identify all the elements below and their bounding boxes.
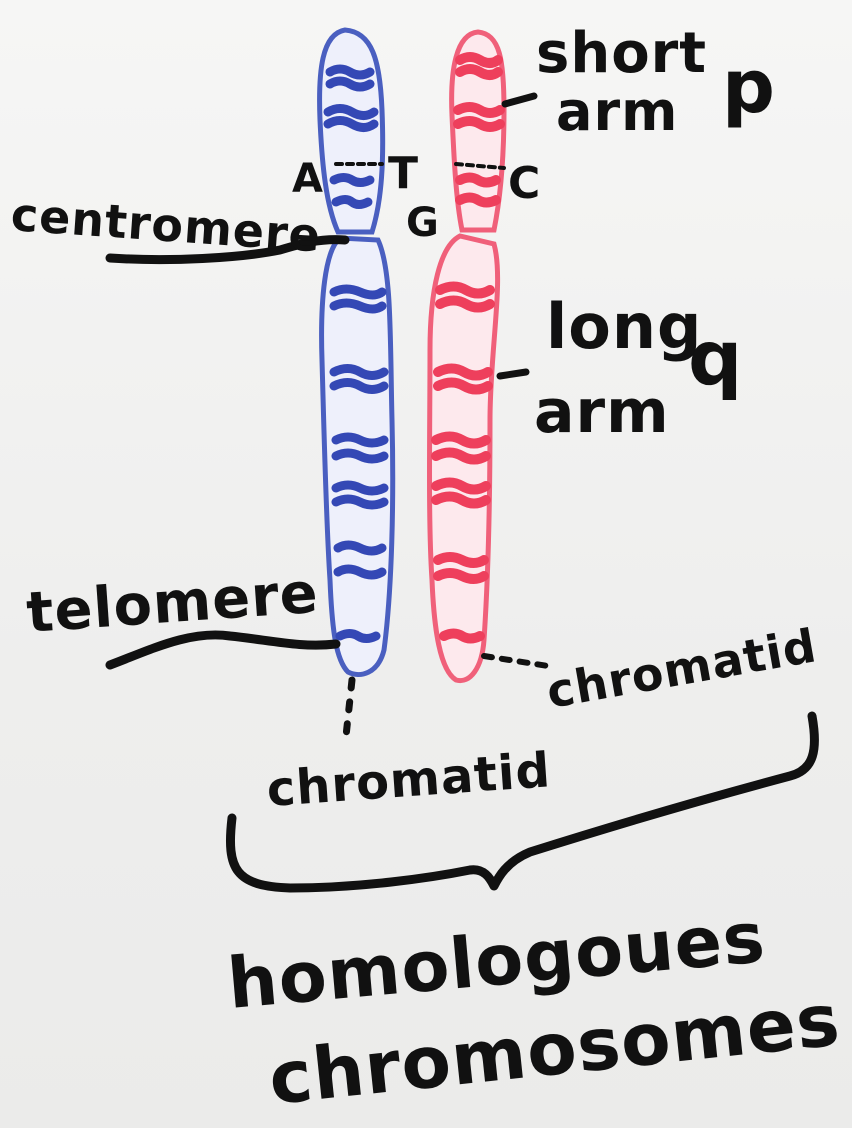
q-label: q (688, 313, 743, 402)
centromere-label: centromere (9, 187, 323, 263)
red-chromatid (430, 32, 505, 681)
short-label: short (536, 21, 707, 86)
base-c-label: C (508, 158, 541, 209)
long-label: long (546, 290, 702, 363)
p-label: p (722, 44, 776, 130)
chromatid-left-pointer (346, 680, 352, 736)
short-arm-pointer (505, 96, 534, 104)
base-g-label: G (406, 200, 440, 246)
base-a-label: A (292, 156, 324, 202)
long-arm-pointer (500, 372, 526, 376)
chromatid-left-label: chromatid (265, 742, 553, 818)
long-arm-label: arm (534, 377, 670, 447)
chromatid-right-pointer (484, 656, 548, 666)
telomere-label: telomere (24, 561, 320, 646)
labels: short arm p A T G C centromere long arm … (9, 21, 844, 1121)
telomere-pointer (110, 635, 336, 665)
chromatid-right-label: chromatid (543, 618, 821, 719)
base-t-label: T (388, 148, 419, 199)
short-arm-label: arm (556, 80, 678, 143)
blue-chromatid (320, 30, 393, 674)
